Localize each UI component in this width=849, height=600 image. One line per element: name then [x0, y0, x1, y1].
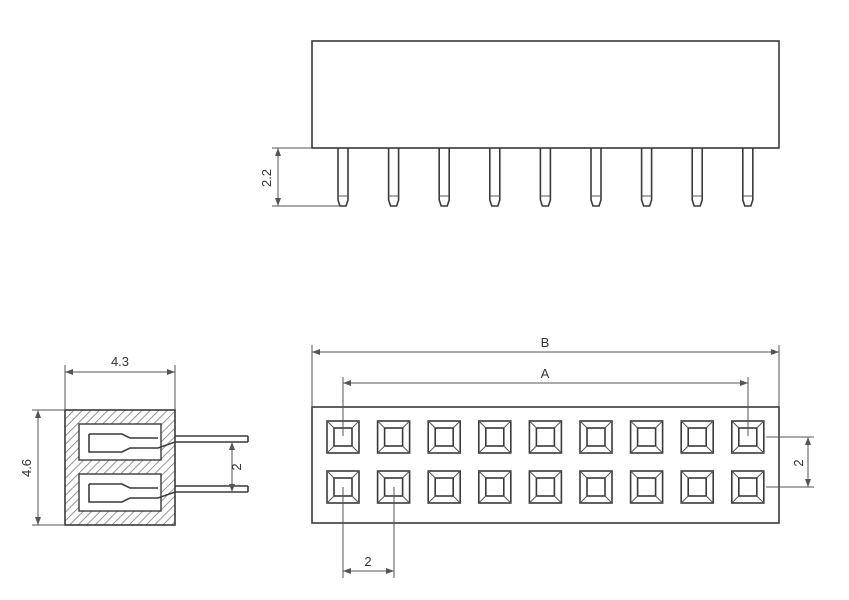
pin-socket — [528, 420, 563, 454]
top-pin-grid — [326, 420, 765, 504]
pin-span-label: A — [541, 366, 550, 381]
front-pin — [691, 148, 703, 207]
front-pin — [489, 148, 501, 207]
pin-socket — [579, 420, 613, 454]
top-body — [311, 406, 780, 524]
pin-socket — [629, 420, 664, 454]
side-width-dimension: 4.3 — [64, 354, 176, 410]
pin-socket — [680, 420, 715, 454]
pin-socket — [579, 470, 613, 504]
pin-socket — [427, 470, 462, 504]
front-pin — [387, 148, 400, 207]
row-pitch-label: 2 — [791, 459, 806, 466]
front-pin — [640, 148, 653, 207]
front-pin — [742, 148, 754, 207]
col-pitch-label: 2 — [364, 554, 371, 569]
side-pitch-dimension: 2 — [229, 442, 244, 492]
front-pin — [438, 148, 450, 207]
pin-socket — [477, 470, 512, 504]
front-pin — [539, 148, 552, 207]
row-pitch-dimension: 2 — [766, 436, 814, 488]
pin-socket — [680, 470, 715, 504]
pin-height-dimension: 2.2 — [259, 147, 340, 207]
side-pitch-label: 2 — [229, 463, 244, 470]
front-pins — [337, 148, 754, 207]
side-width-label: 4.3 — [111, 354, 129, 369]
pin-height-label: 2.2 — [259, 169, 274, 187]
front-body — [311, 40, 780, 149]
overall-length-label: B — [541, 335, 550, 350]
side-view: 4.3 4.6 2 — [19, 354, 249, 526]
side-height-label: 4.6 — [19, 459, 34, 477]
pin-socket — [376, 420, 411, 454]
pin-socket — [730, 470, 765, 504]
overall-length-dimension: B — [311, 335, 780, 407]
pin-span-dimension: A — [342, 366, 749, 436]
pin-socket — [427, 420, 462, 454]
col-pitch-dimension: 2 — [342, 487, 395, 578]
front-view: 2.2 — [259, 40, 780, 207]
side-height-dimension: 4.6 — [19, 409, 65, 526]
pin-socket — [629, 470, 664, 504]
front-pin — [337, 148, 349, 207]
pin-socket — [477, 420, 512, 454]
pin-socket — [528, 470, 563, 504]
top-view: B A 2 2 — [311, 335, 814, 578]
front-pin — [590, 148, 602, 207]
